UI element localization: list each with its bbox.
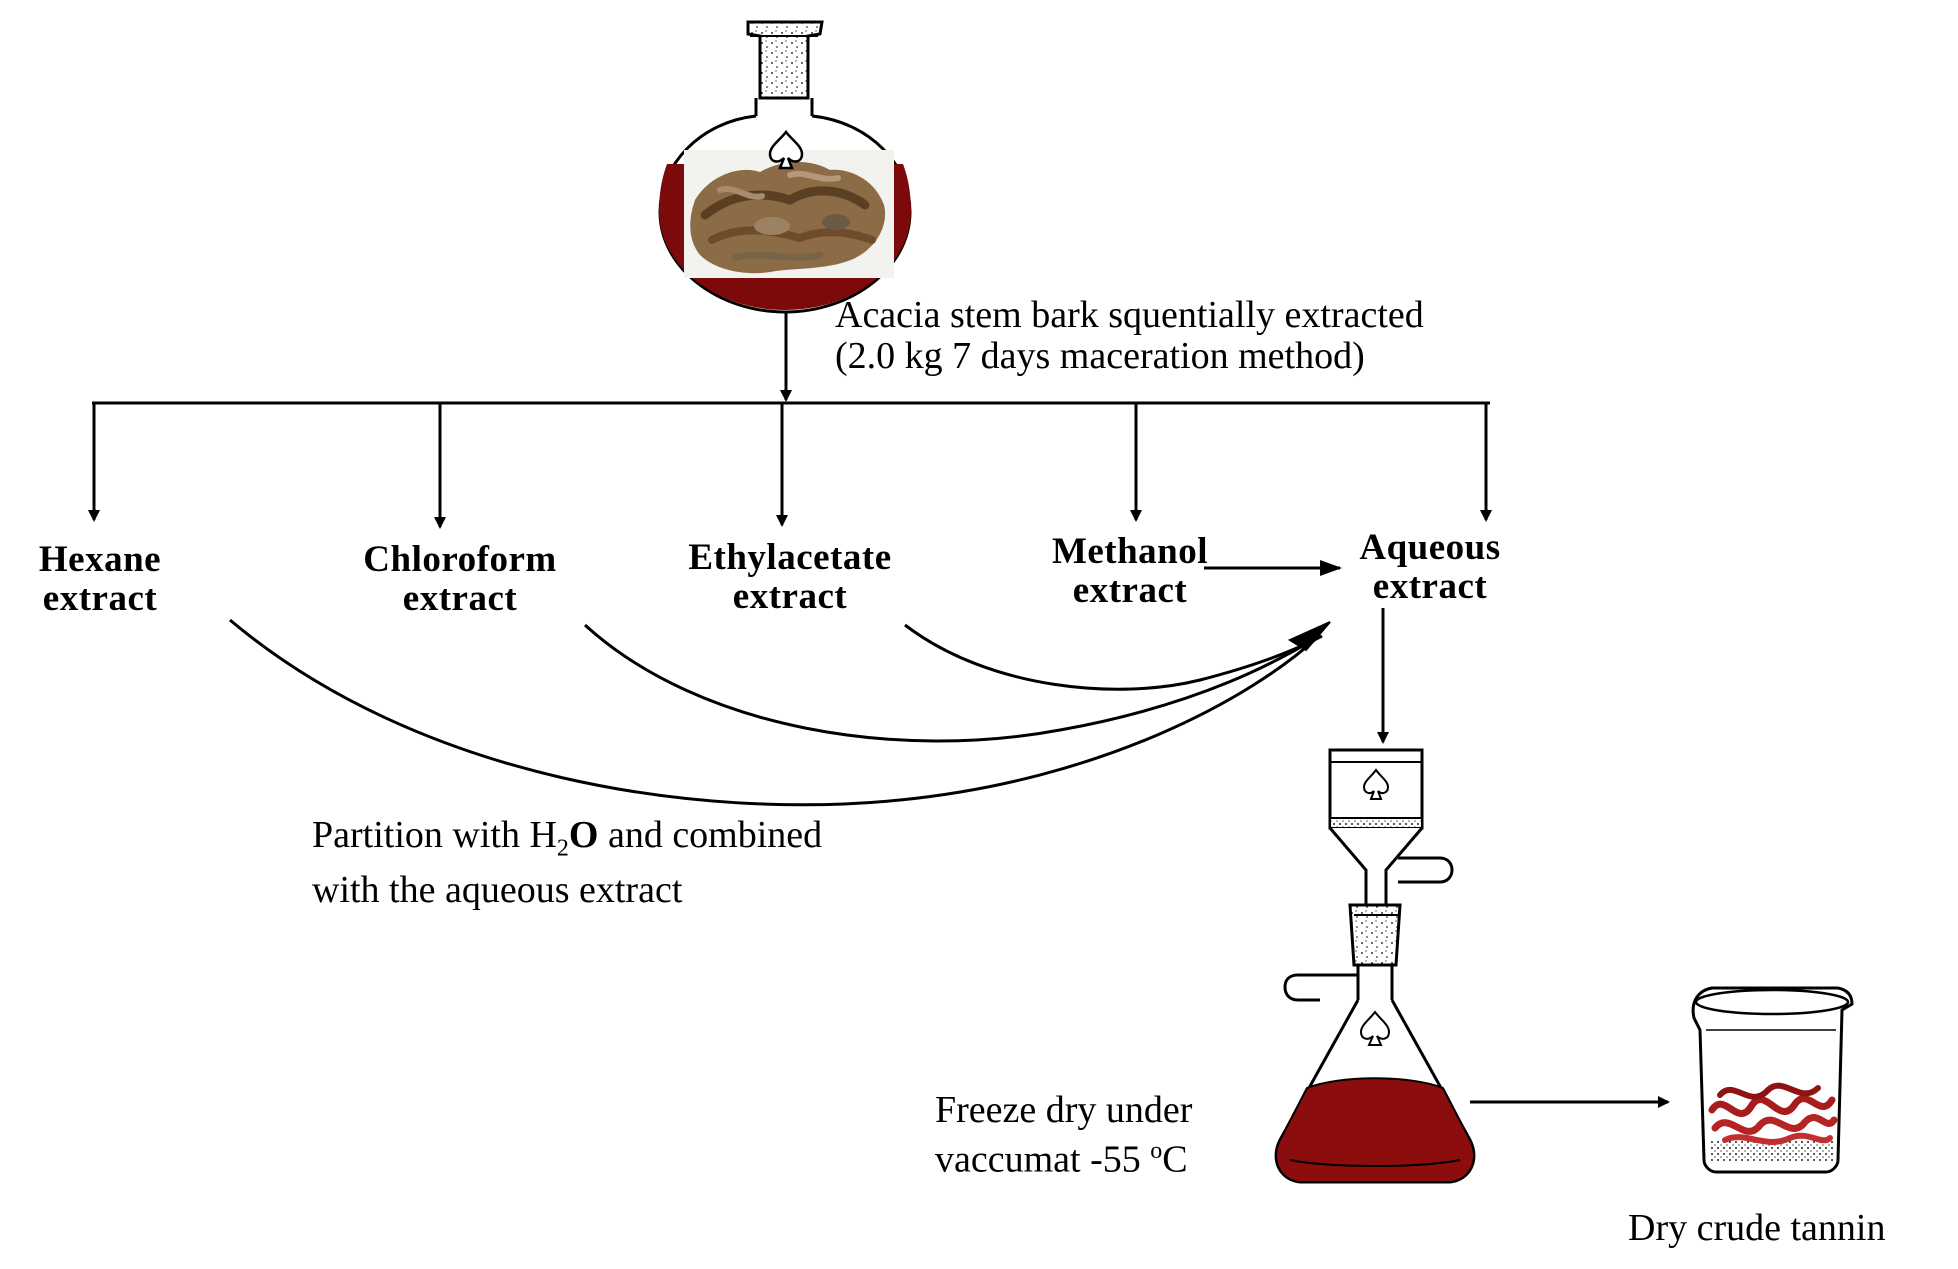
dry-crude-tannin-label: Dry crude tannin: [1628, 1207, 1886, 1249]
extract-name: Hexane: [38, 539, 162, 580]
extract-name: Methanol: [1051, 531, 1209, 572]
freeze-note-degree: o: [1150, 1138, 1163, 1164]
partition-oxygen: O: [568, 814, 599, 856]
extract-suffix: extract: [732, 576, 848, 617]
ethylacetate-extract-label: Ethylacetate extract: [660, 538, 920, 616]
round-bottom-flask-icon: [658, 20, 912, 314]
partition-note-line2: with the aqueous extract: [312, 868, 683, 911]
freeze-note-text: vaccumat -55: [935, 1138, 1151, 1181]
freeze-note-line2: vaccumat -55 oC: [935, 1131, 1192, 1181]
source-caption-line1: Acacia stem bark squentially extracted: [835, 294, 1424, 336]
extract-name: Chloroform: [363, 539, 557, 580]
distribution-arrows: [88, 312, 1492, 576]
beaker-icon: [1691, 986, 1854, 1174]
extract-suffix: extract: [1072, 570, 1188, 611]
extract-suffix: extract: [42, 578, 158, 619]
chloroform-extract-label: Chloroform extract: [340, 540, 580, 618]
extract-suffix: extract: [1372, 566, 1488, 607]
partition-curves: [229, 618, 1331, 807]
freeze-dry-note: Freeze dry under vaccumat -55 oC: [935, 1090, 1192, 1181]
hexane-extract-label: Hexane extract: [20, 540, 180, 618]
partition-note: Partition with H2O and combined with the…: [312, 815, 822, 911]
partition-text: Partition with H: [312, 814, 557, 856]
partition-text-end: and combined: [598, 814, 823, 856]
extract-suffix: extract: [402, 578, 518, 619]
freeze-note-unit: C: [1162, 1138, 1188, 1181]
methanol-extract-label: Methanol extract: [1030, 532, 1230, 610]
partition-note-line1: Partition with H2O and combined: [312, 815, 822, 870]
aqueous-extract-label: Aqueous extract: [1340, 528, 1520, 606]
extract-name: Aqueous: [1359, 527, 1501, 568]
source-caption: Acacia stem bark squentially extracted (…: [835, 295, 1424, 377]
vacuum-filtration-flask-icon: [1274, 748, 1476, 1184]
freeze-note-line1: Freeze dry under: [935, 1089, 1193, 1131]
source-caption-line2: (2.0 kg 7 days maceration method): [835, 335, 1365, 377]
extract-name: Ethylacetate: [688, 537, 892, 578]
partition-subscript: 2: [556, 835, 569, 862]
